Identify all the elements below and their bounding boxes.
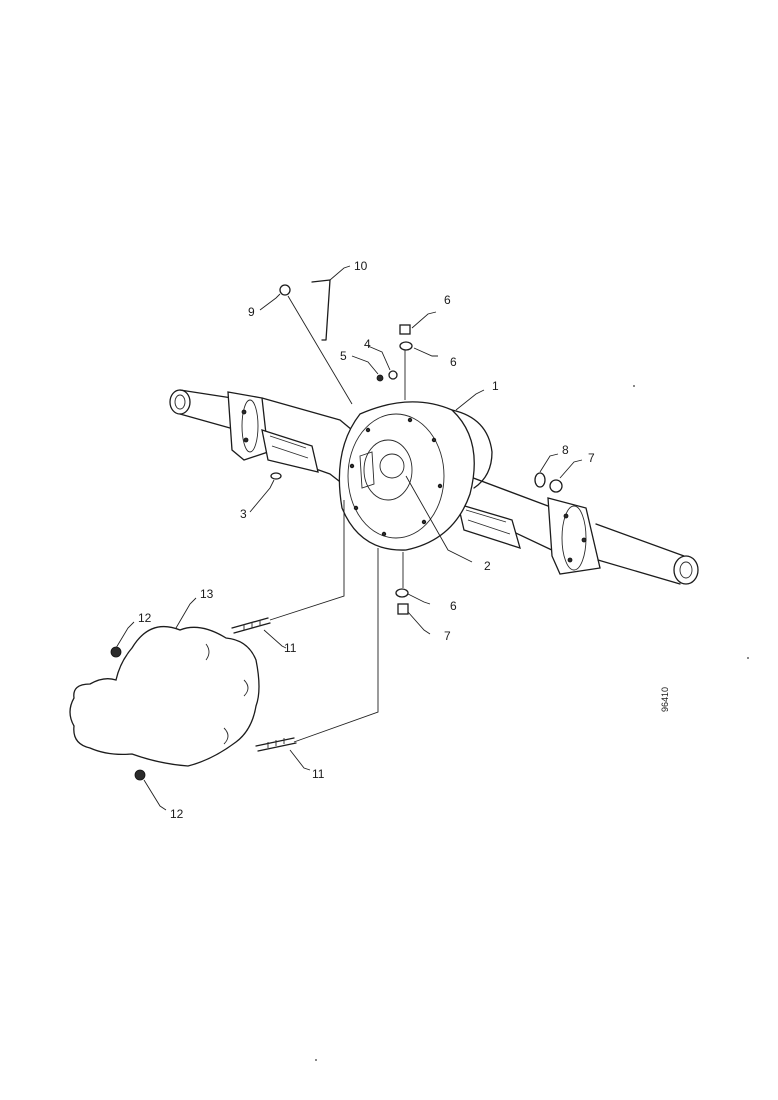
fasteners [110, 279, 563, 781]
callout-3: 3 [240, 507, 247, 521]
part-9-plug [279, 284, 291, 296]
part-11-stud-lower [255, 737, 297, 752]
part-4-plug [388, 370, 398, 380]
callout-11-upper: 11 [284, 641, 297, 655]
part-6-washer-bottom [395, 588, 409, 598]
callout-9: 9 [248, 305, 255, 319]
callout-13: 13 [200, 587, 214, 601]
differential-housing [338, 401, 493, 551]
figure-reference-number: 96410 [660, 687, 670, 712]
part-3-bolt [270, 472, 282, 480]
callout-7-bottom: 7 [444, 629, 451, 643]
part-13-cover [69, 625, 260, 767]
callout-12-lower: 12 [170, 807, 184, 821]
part-12-nut-upper [110, 646, 122, 658]
part-7-nut-right [549, 479, 563, 493]
part-7-nut-bottom [397, 603, 409, 615]
part-6-washer-right [534, 472, 546, 488]
callout-4: 4 [364, 337, 371, 351]
part-6-nut-top [399, 324, 411, 335]
callout-5: 5 [340, 349, 347, 363]
callout-6-top: 6 [444, 293, 451, 307]
callout-10: 10 [354, 259, 368, 273]
part-12-nut-lower [134, 769, 146, 781]
callout-7-right: 7 [588, 451, 595, 465]
part-5-seal [376, 374, 384, 382]
left-axle-shaft [169, 389, 353, 489]
callout-1: 1 [492, 379, 499, 393]
part-10-rod [311, 279, 331, 341]
leader-lines [115, 265, 583, 811]
callout-12-upper: 12 [138, 611, 152, 625]
callout-11-lower: 11 [312, 767, 325, 781]
callout-6-bottom: 6 [450, 599, 457, 613]
scan-specks [315, 385, 749, 1061]
right-axle-shaft [445, 469, 699, 585]
callout-labels: 10 9 6 6 4 5 1 3 2 8 7 6 7 13 11 11 12 1… [138, 259, 595, 821]
callout-8: 8 [562, 443, 569, 457]
callout-6-washer: 6 [450, 355, 457, 369]
callout-2: 2 [484, 559, 491, 573]
part-6-washer-top [399, 341, 413, 351]
